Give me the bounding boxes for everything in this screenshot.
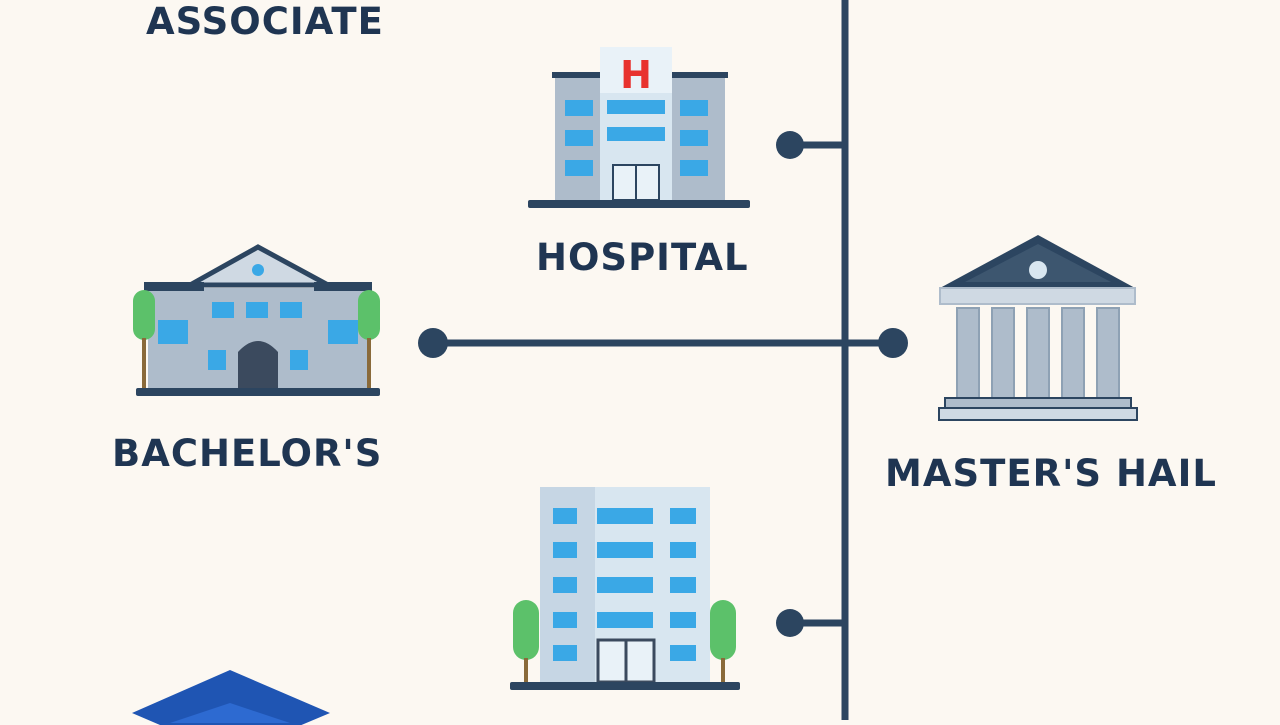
classical-hall-icon [938, 235, 1138, 421]
hospital-node [776, 131, 804, 159]
office-node [776, 609, 804, 637]
university-building-icon [133, 244, 380, 396]
graduation-cap-icon [132, 670, 330, 725]
bachelors-node [418, 328, 448, 358]
masters-label: MASTER'S HAIL [885, 452, 1217, 495]
bachelors-label: BACHELOR'S [112, 432, 383, 475]
associate-label: ASSOCIATE [146, 0, 384, 43]
hospital-sign: H [620, 53, 652, 97]
hospital-label: HOSPITAL [536, 236, 749, 279]
masters-node [878, 328, 908, 358]
hospital-building-icon: H [528, 47, 750, 208]
office-building-icon [510, 487, 740, 690]
